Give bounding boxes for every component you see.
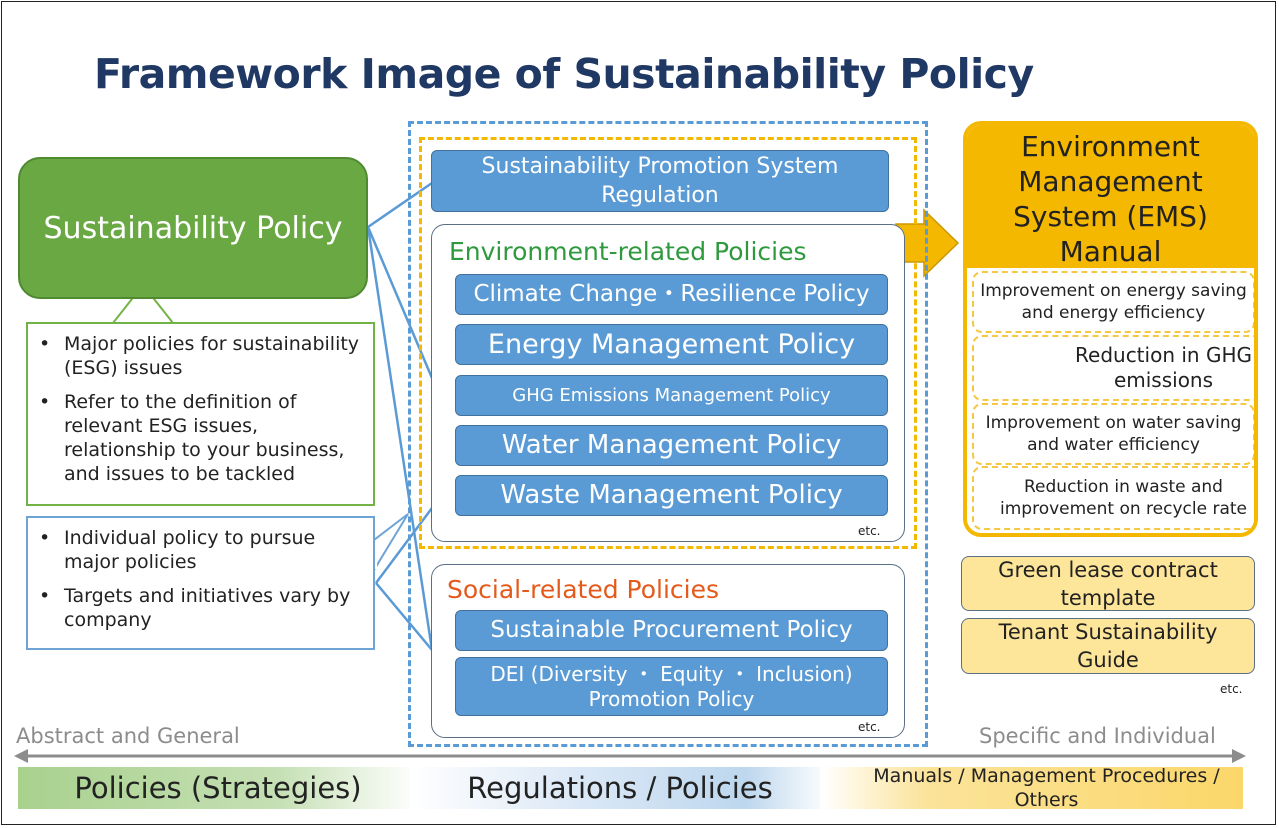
abstract-general-label: Abstract and General xyxy=(16,724,240,748)
ems-item-label: Reduction in waste and improvement on re… xyxy=(1000,477,1247,519)
policy-label: DEI (Diversity ・ Equity ・ Inclusion) Pro… xyxy=(490,661,853,711)
individual-policy-notes: Individual policy to pursue major polici… xyxy=(26,516,375,650)
band-label: Policies (Strategies) xyxy=(74,771,362,805)
regulations-band: Regulations / Policies xyxy=(410,767,830,809)
ems-related-container xyxy=(419,137,917,549)
doc-label: Tenant Sustainability Guide xyxy=(998,620,1218,672)
policy-dei-promotion: DEI (Diversity ・ Equity ・ Inclusion) Pro… xyxy=(455,657,888,716)
policy-label: Sustainable Procurement Policy xyxy=(490,617,853,643)
band-label: Regulations / Policies xyxy=(467,771,773,805)
sustainability-policy-label: Sustainability Policy xyxy=(43,210,343,246)
band-label: Manuals / Management Procedures / Others xyxy=(873,765,1220,811)
abstract-specific-arrow xyxy=(14,749,1246,763)
ems-item-ghg: Reduction in GHG emissions xyxy=(972,335,1254,401)
policy-ghg-emissions: GHG Emissions Management Policy xyxy=(455,375,888,416)
connector-individual-env xyxy=(374,507,434,584)
connector-to-social xyxy=(366,226,434,651)
policy-label: Climate Change・Resilience Policy xyxy=(473,281,870,307)
green-lease-template-box: Green lease contract template xyxy=(961,556,1255,611)
policy-label: Water Management Policy xyxy=(501,430,842,460)
policy-label: Energy Management Policy xyxy=(487,329,856,360)
policy-label: GHG Emissions Management Policy xyxy=(512,385,831,406)
policy-label: Waste Management Policy xyxy=(500,480,843,510)
page-title: Framework Image of Sustainability Policy xyxy=(94,50,1034,98)
ems-item-energy: Improvement on energy saving and energy … xyxy=(972,271,1254,333)
promotion-regulation-box: Sustainability Promotion System Regulati… xyxy=(431,150,889,212)
policy-energy-management: Energy Management Policy xyxy=(455,324,888,365)
ems-item-waste: Reduction in waste and improvement on re… xyxy=(972,466,1254,530)
promotion-regulation-label: Sustainability Promotion System Regulati… xyxy=(481,154,839,208)
policy-climate-change: Climate Change・Resilience Policy xyxy=(455,274,888,315)
ems-manual-title: Environment Management System (EMS) Manu… xyxy=(967,125,1254,268)
social-group-title: Social-related Policies xyxy=(447,575,719,604)
connector-individual-social xyxy=(375,582,433,651)
note-item: Refer to the definition of relevant ESG … xyxy=(39,390,369,486)
policy-sustainable-procurement: Sustainable Procurement Policy xyxy=(455,610,888,651)
ems-manual-box: Environment Management System (EMS) Manu… xyxy=(963,121,1258,537)
regulations-policies-container xyxy=(408,121,928,747)
tenant-guide-box: Tenant Sustainability Guide xyxy=(961,618,1255,674)
policy-water-management: Water Management Policy xyxy=(455,425,888,466)
ems-item-water: Improvement on water saving and water ef… xyxy=(972,403,1254,465)
manuals-band: Manuals / Management Procedures / Others xyxy=(820,765,1243,811)
doc-label: Green lease contract template xyxy=(998,557,1218,610)
note-item: Targets and initiatives vary by company xyxy=(39,584,369,632)
policy-waste-management: Waste Management Policy xyxy=(455,475,888,516)
sustainability-policy-box: Sustainability Policy xyxy=(18,157,368,299)
ems-item-label: Improvement on energy saving and energy … xyxy=(980,281,1247,323)
sustainability-policy-notes: Major policies for sustainability (ESG) … xyxy=(26,322,375,506)
note-item: Major policies for sustainability (ESG) … xyxy=(39,332,369,380)
environment-etc: etc. xyxy=(858,524,881,538)
docs-etc: etc. xyxy=(1220,682,1243,696)
social-etc: etc. xyxy=(858,720,881,734)
specific-individual-label: Specific and Individual xyxy=(979,724,1216,748)
environment-group-title: Environment-related Policies xyxy=(449,237,807,266)
ems-item-label: Improvement on water saving and water ef… xyxy=(985,413,1242,455)
ems-item-label: Reduction in GHG emissions xyxy=(1075,343,1252,392)
policies-band: Policies (Strategies) xyxy=(18,767,418,809)
note-item: Individual policy to pursue major polici… xyxy=(39,526,369,574)
